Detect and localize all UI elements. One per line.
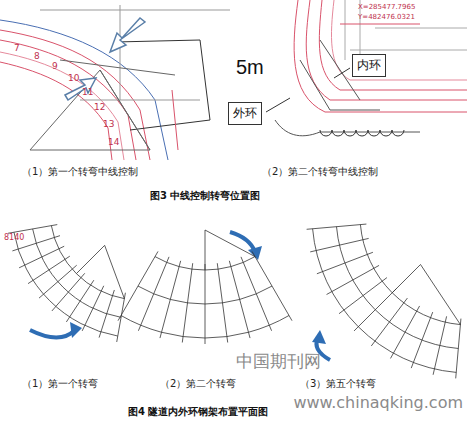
steel-frame-fan xyxy=(8,225,125,342)
callout-box: 外环 xyxy=(228,102,262,125)
callout-number: 14 xyxy=(108,138,119,148)
steel-frame-fan xyxy=(118,230,292,344)
label-text: 8140 xyxy=(4,234,24,243)
label-text: （2）第二个转弯 xyxy=(160,378,236,389)
callout-number: 12 xyxy=(94,103,105,113)
callout-number: 10 xyxy=(68,74,79,84)
callout-number: 11 xyxy=(82,88,93,98)
callout-number: 8 xyxy=(34,52,40,62)
callout-number: 9 xyxy=(52,62,58,72)
watermark: www.chinaqking.com xyxy=(293,394,463,412)
label-text: （1）第一个转弯 xyxy=(22,378,98,389)
label-text: 图3 中线控制转弯位置图 xyxy=(150,190,260,201)
steel-frame-fan xyxy=(307,224,461,378)
callout-box: 内环 xyxy=(352,54,386,77)
callout-number: 7 xyxy=(14,44,20,54)
watermark: 中国期刊网 xyxy=(236,352,321,371)
label-text: 图4 隧道内外环钢架布置平面图 xyxy=(128,406,268,417)
label-text: Y=482476.0321 xyxy=(358,14,415,22)
label-text: （3）第五个转弯 xyxy=(300,378,376,389)
label-text: （2）第二个转弯中线控制 xyxy=(262,166,378,177)
label-text: X=285477.7965 xyxy=(358,4,415,12)
callout-text: 内环 xyxy=(357,57,381,74)
label-text: （1）第一个转弯中线控制 xyxy=(22,166,138,177)
label-text: 5m xyxy=(236,56,264,78)
callout-text: 外环 xyxy=(233,105,257,122)
callout-number: 13 xyxy=(103,120,114,130)
